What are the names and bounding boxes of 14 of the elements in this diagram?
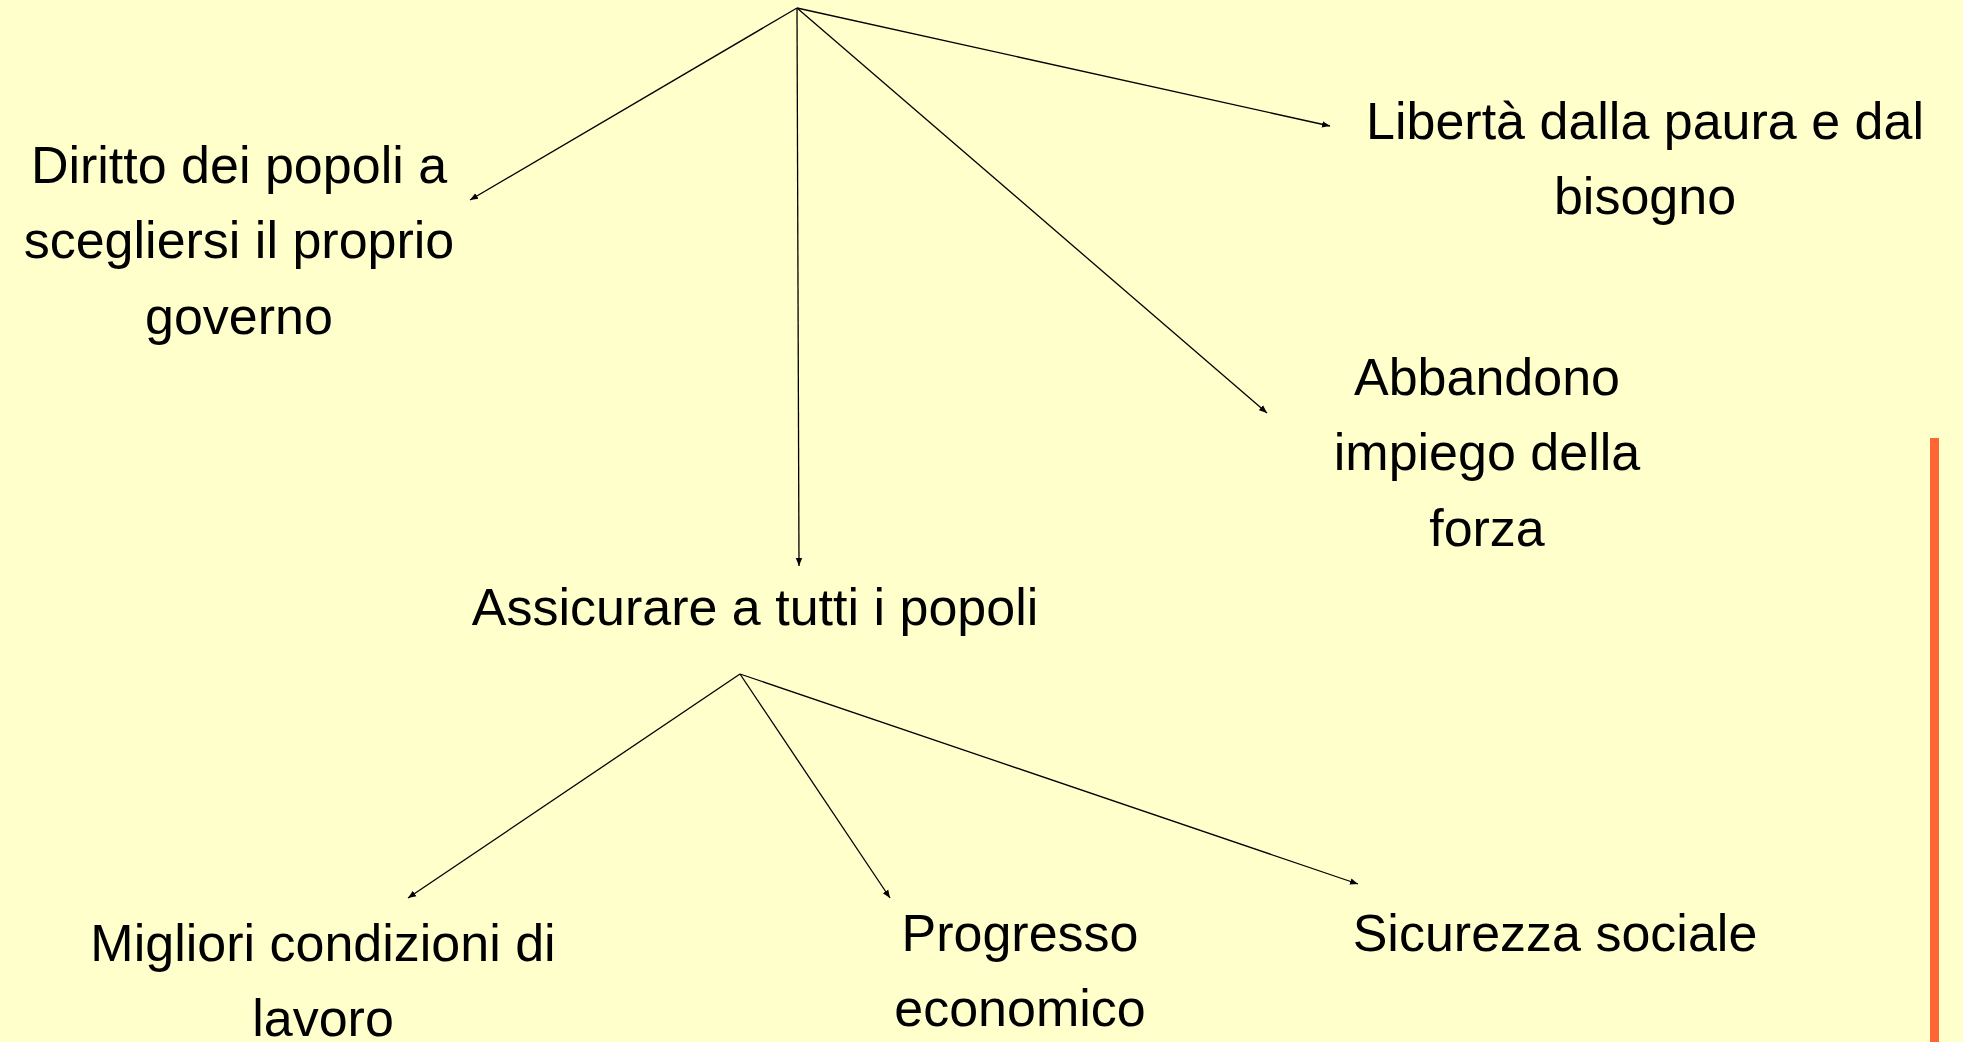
arrow: [469, 7, 798, 201]
node-label: Abbandono impiego della forza: [1280, 340, 1694, 567]
node-label: Libertà dalla paura e dal bisogno: [1340, 84, 1950, 235]
arrow: [796, 7, 1331, 128]
arrow: [795, 7, 803, 567]
arrow: [407, 673, 741, 899]
node-label: Diritto dei popoli a scegliersi il proprio governo: [0, 128, 478, 355]
node-label: Migliori condizioni di lavoro: [20, 906, 626, 1042]
node-label: Sicurezza sociale: [1290, 896, 1820, 972]
arrow: [739, 673, 1359, 885]
node-label: Assicurare a tutti i popoli: [370, 570, 1140, 646]
arrow: [796, 7, 1268, 414]
node-label: Progresso economico: [850, 896, 1190, 1042]
arrow: [739, 673, 891, 899]
